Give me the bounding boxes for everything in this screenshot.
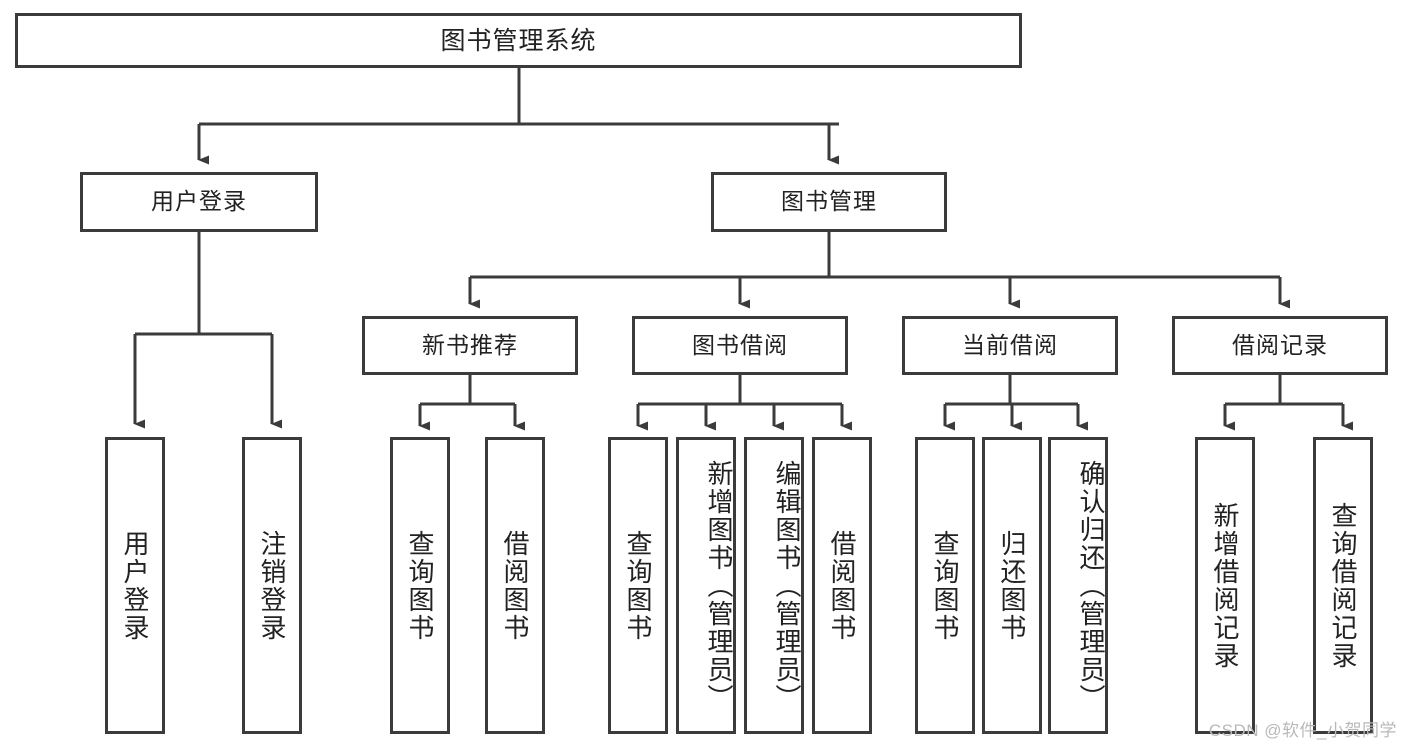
leaf-user-login[interactable]: 用户登录 [105,437,165,734]
leaf-logout[interactable]: 注销登录 [242,437,302,734]
leaf-query-book-current[interactable]: 查询图书 [915,437,975,734]
node-book-borrow[interactable]: 图书借阅 [632,316,848,375]
node-book-management[interactable]: 图书管理 [711,172,947,232]
watermark: CSDN @软件_小贺同学 [1208,721,1397,740]
leaf-return-book[interactable]: 归还图书 [982,437,1042,734]
leaf-query-borrow-record[interactable]: 查询借阅记录 [1313,437,1373,734]
leaf-query-book-borrow[interactable]: 查询图书 [608,437,668,734]
leaf-edit-book-admin[interactable]: 编辑图书（管理员） [744,437,804,734]
leaf-add-borrow-record[interactable]: 新增借阅记录 [1195,437,1255,734]
node-new-book-recommend[interactable]: 新书推荐 [362,316,578,375]
leaf-borrow-book-recommend[interactable]: 借阅图书 [485,437,545,734]
leaf-confirm-return-admin[interactable]: 确认归还（管理员） [1048,437,1108,734]
node-user-login[interactable]: 用户登录 [80,172,318,232]
node-borrow-record[interactable]: 借阅记录 [1172,316,1388,375]
node-root[interactable]: 图书管理系统 [15,13,1022,68]
leaf-add-book-admin[interactable]: 新增图书（管理员） [676,437,736,734]
leaf-query-book-recommend[interactable]: 查询图书 [390,437,450,734]
node-current-borrow[interactable]: 当前借阅 [902,316,1118,375]
leaf-borrow-book[interactable]: 借阅图书 [812,437,872,734]
